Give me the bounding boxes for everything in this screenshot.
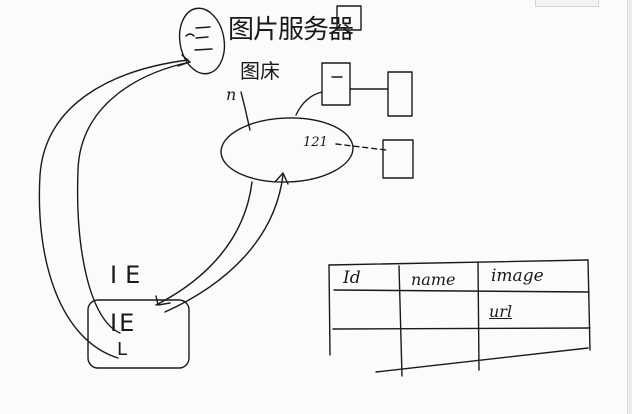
image-server-label: 图片服务器 [228, 15, 354, 45]
link-browser-to-server-inner [76, 61, 191, 334]
arrowhead-server [177, 54, 191, 67]
window-edge-scrollbar[interactable] [627, 0, 632, 414]
table-col-divider-1 [398, 265, 403, 377]
window-corner-tab [535, 0, 599, 7]
browser-label-top: IE [110, 261, 149, 289]
link-browser-to-app-right [164, 174, 284, 313]
link-browser-to-app-left [155, 181, 253, 306]
db-box-1 [321, 62, 351, 106]
arrowhead-browser [155, 295, 171, 306]
browser-label-bottom: L [117, 339, 128, 360]
link-121-to-db-box-3 [335, 143, 387, 151]
db-box-3 [382, 139, 414, 179]
app-ellipse [220, 117, 354, 183]
arrowhead-app [274, 172, 289, 185]
table-row-line [332, 327, 591, 330]
table-header-name: name [411, 270, 456, 289]
server-ellipse [178, 7, 226, 75]
db-box-2 [387, 71, 413, 117]
table-top-line [328, 259, 589, 266]
table-left-border [328, 264, 331, 356]
browser-label-inner: IE [110, 309, 137, 337]
link-ellipse-to-server [240, 91, 251, 131]
table-bottom-line [375, 347, 589, 373]
table-header-image: image [491, 266, 544, 286]
browser-box [87, 299, 190, 369]
table-header-id: Id [343, 268, 361, 288]
table-right-border [587, 259, 591, 351]
small-box-top [336, 5, 362, 31]
n-label: n [226, 85, 237, 104]
server-inner-mark [185, 26, 213, 51]
link-browser-to-server-outer [38, 59, 189, 359]
picture-bed-label: 图床 [240, 59, 280, 83]
link-ellipse-to-db-box-1 [295, 91, 323, 116]
edge-121-label: 121 [303, 135, 328, 150]
table-cell-url: url [489, 302, 513, 321]
table-header-line [333, 289, 590, 293]
table-col-divider-2 [477, 261, 480, 371]
